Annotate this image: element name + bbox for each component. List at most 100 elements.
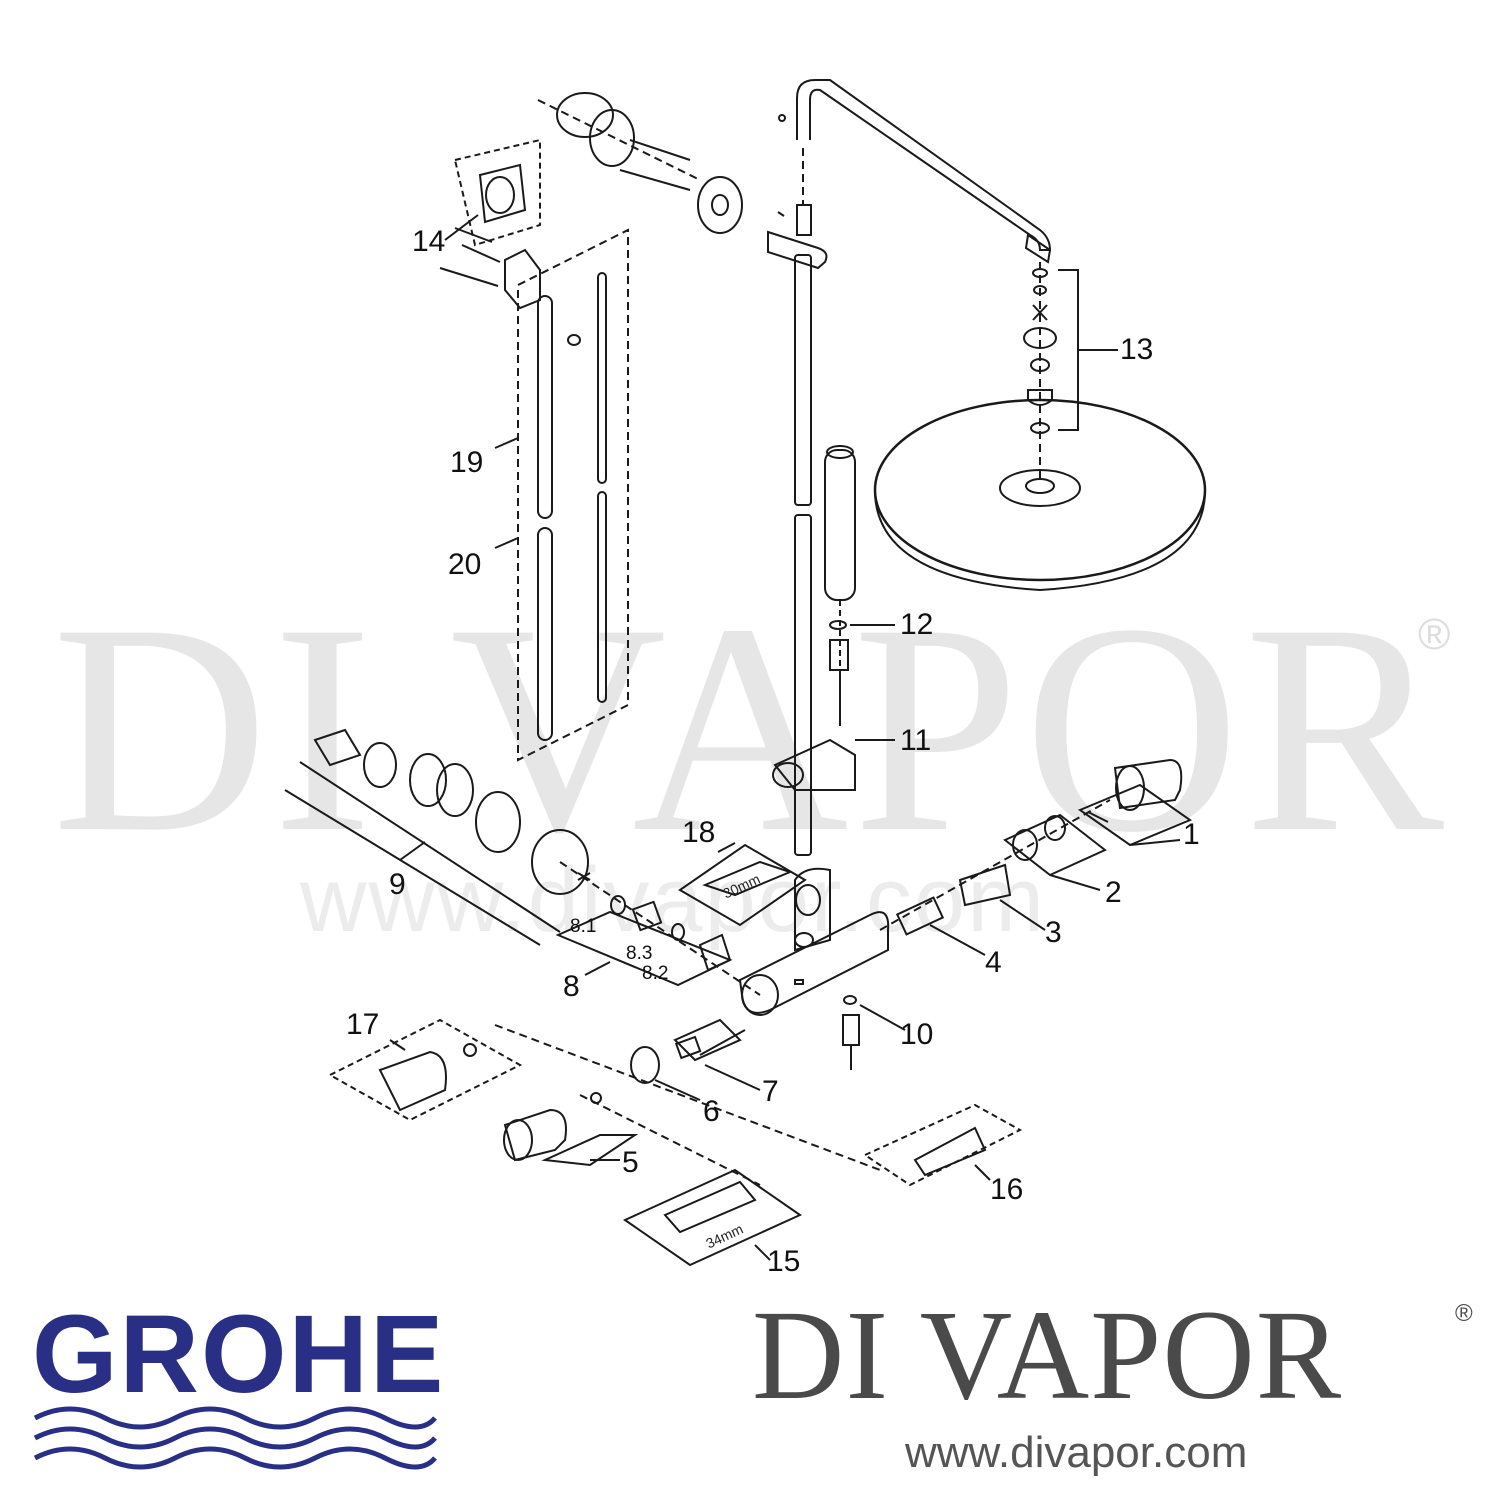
callout-13: 13 — [1120, 333, 1154, 366]
axis-bottom-1 — [494, 1024, 881, 1171]
head-inner — [999, 469, 1081, 507]
part-4-spindle — [895, 896, 945, 936]
callout-4: 4 — [985, 946, 1002, 979]
hand-shower-body — [824, 449, 856, 601]
part-9-thread — [475, 791, 521, 853]
bracket-8 — [555, 910, 733, 987]
leader-16 — [974, 1164, 991, 1181]
leader-9 — [399, 841, 426, 861]
callout-18: 18 — [682, 816, 716, 849]
slider-11 — [773, 738, 856, 791]
ball-nut — [1023, 327, 1057, 349]
callout-19: 19 — [450, 446, 484, 479]
callout-7: 7 — [762, 1075, 779, 1108]
callout-12: 12 — [900, 608, 934, 641]
part-9-sleeve — [531, 829, 589, 895]
callout-1: 1 — [1183, 818, 1200, 851]
leader-2 — [1049, 874, 1101, 891]
tool-18-box — [678, 843, 807, 927]
rail-kit — [494, 228, 629, 762]
leader-10 — [859, 1004, 906, 1031]
body-mark — [794, 979, 804, 985]
filter-13 — [1032, 304, 1048, 321]
bracket-13 — [1058, 269, 1079, 431]
tool-18-wrench — [702, 860, 793, 897]
body-top-port — [794, 932, 814, 948]
part-9-nut — [363, 742, 397, 788]
tool-18 — [678, 842, 807, 927]
divapor-registered: ® — [1455, 1300, 1473, 1327]
leader-17 — [389, 1039, 406, 1051]
callout-8-3: 8.3 — [626, 943, 653, 964]
divapor-logo: DI VAPOR — [752, 1284, 1343, 1426]
leader-14 — [444, 214, 479, 241]
rail-kit-box — [517, 228, 629, 762]
part-1-handle — [1113, 758, 1183, 810]
part-15-socket — [663, 1180, 757, 1234]
item-14-part — [478, 163, 527, 224]
item-16-box — [862, 1103, 1023, 1187]
part-8-1 — [577, 872, 591, 881]
part-17-screw — [463, 1043, 477, 1057]
item-15-box — [622, 1168, 803, 1267]
fix-screw-2 — [619, 169, 691, 191]
callout-14: 14 — [412, 225, 446, 258]
top-wall-clamp — [767, 230, 828, 270]
rail-20-right-lower — [597, 491, 607, 703]
callout-8-2: 8.2 — [642, 963, 669, 984]
leader-15 — [754, 1244, 771, 1261]
arm-grub-screw — [778, 114, 786, 122]
grohe-logo: GROHE — [32, 1293, 446, 1416]
callout-5: 5 — [622, 1146, 639, 1179]
part-10-seal — [843, 995, 857, 1005]
left-parts — [284, 728, 761, 996]
clamp-screw — [777, 211, 785, 217]
head-plate-rim — [874, 494, 1206, 592]
screw-2 — [461, 244, 501, 263]
body-left-port — [741, 974, 779, 1016]
part-16-cartridge — [913, 1126, 987, 1177]
o-ring-13 — [1030, 358, 1050, 372]
part-9-oring-1 — [409, 753, 447, 807]
bottom-parts — [327, 1018, 1023, 1267]
rail-19-left-upper — [537, 295, 553, 519]
item-14-ring — [485, 176, 515, 214]
seal-1 — [1032, 268, 1048, 278]
watermark-registered: ® — [1418, 610, 1451, 659]
wall-rosette-base — [589, 109, 635, 167]
body-outlet-ring — [795, 884, 821, 916]
fix-screw-1 — [629, 139, 691, 161]
item-17-box — [327, 1018, 523, 1122]
leader-4 — [929, 924, 986, 956]
riser-upper — [794, 254, 812, 506]
part-17-handle — [378, 1050, 447, 1112]
callout-3: 3 — [1045, 916, 1062, 949]
thermostat-body — [738, 758, 1193, 1070]
axis-body-link — [699, 1029, 746, 1056]
slider-knob — [772, 762, 804, 788]
riser-assembly — [767, 79, 1052, 856]
leader-19 — [494, 437, 519, 449]
callout-8: 8 — [563, 970, 580, 1003]
callout-10: 10 — [900, 1018, 934, 1051]
leader-3 — [999, 899, 1046, 931]
callout-6: 6 — [703, 1095, 720, 1128]
part-5-handle-face — [503, 1119, 533, 1161]
axis-left — [559, 861, 761, 996]
bracket-9-bottom — [284, 789, 541, 946]
arm-outlet — [1024, 233, 1052, 264]
axis-bracket — [537, 99, 701, 181]
head-plate-top — [873, 398, 1207, 582]
bracket-9-top — [299, 761, 561, 933]
bracket-1 — [1077, 783, 1193, 847]
part-10-fitting — [842, 1014, 860, 1046]
body-main — [738, 911, 890, 1014]
screw-3 — [439, 267, 499, 287]
callout-17: 17 — [346, 1008, 380, 1041]
bracket-2 — [1003, 813, 1107, 877]
part-1-screw — [1087, 811, 1109, 823]
head-center — [1025, 478, 1055, 494]
seal-12 — [829, 620, 847, 630]
rail-grub-screw — [567, 334, 581, 346]
head-shower — [873, 262, 1207, 592]
